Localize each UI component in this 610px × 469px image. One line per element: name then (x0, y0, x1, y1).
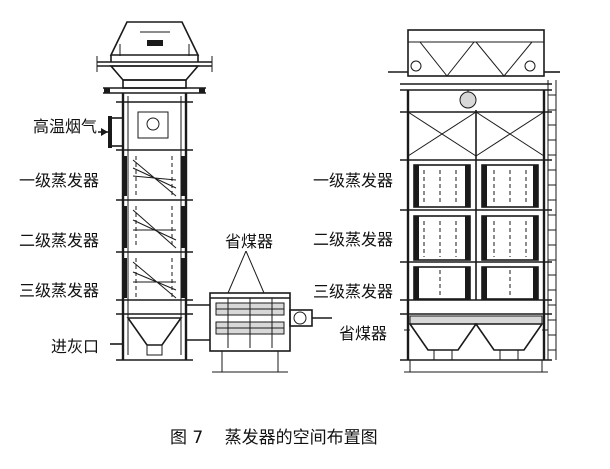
label-left-stage3: 三级蒸发器 (18, 281, 101, 300)
flue-gas-inlet (82, 111, 169, 148)
label-left-stage1: 一级蒸发器 (18, 171, 101, 190)
label-ash-inlet: 进灰口 (50, 337, 101, 356)
label-right-stage3: 三级蒸发器 (312, 282, 395, 301)
right-stage3-modules (413, 266, 539, 300)
left-stage3-tubes (123, 258, 186, 299)
label-right-stage2: 二级蒸发器 (312, 230, 395, 249)
figure-title: 蒸发器的空间布置图 (224, 428, 378, 448)
left-top-hood (96, 21, 213, 94)
left-economizer (209, 250, 332, 373)
label-right-economizer: 省煤器 (338, 324, 389, 343)
figure-caption: 图 7 蒸发器的空间布置图 (170, 423, 378, 448)
label-economizer-top: 省煤器 (224, 232, 275, 251)
right-top-structure (388, 29, 560, 109)
right-economizer-block (404, 315, 548, 373)
left-ash-hopper (110, 317, 183, 356)
left-tower (82, 21, 213, 361)
figure-number: 图 7 (170, 428, 204, 448)
label-flue-gas: 高温烟气 (32, 117, 99, 136)
right-tower (388, 29, 560, 373)
left-connecting-duct (186, 304, 210, 341)
label-left-stage2: 二级蒸发器 (18, 231, 101, 250)
right-stage1-modules (413, 164, 539, 208)
left-stage1-tubes (123, 156, 186, 198)
right-stage2-modules (413, 215, 539, 261)
label-right-stage1: 一级蒸发器 (312, 171, 395, 190)
left-stage2-tubes (123, 206, 186, 249)
right-side-ladder (547, 80, 557, 360)
right-tower-shell (400, 90, 552, 361)
